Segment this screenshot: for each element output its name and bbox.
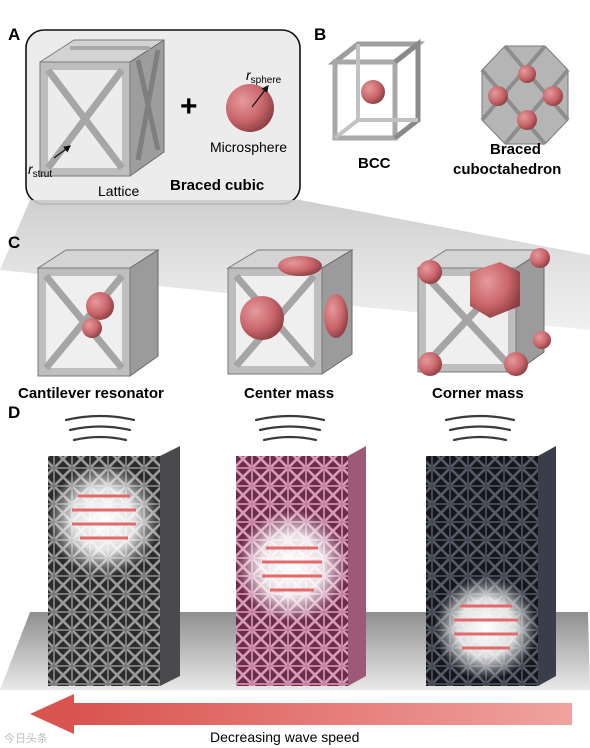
microsphere-sphere [226,84,274,132]
panel-label-c: C [8,233,20,252]
decreasing-label: Decreasing wave speed [210,729,359,745]
bcc-cube [327,38,426,141]
cantilever-label: Cantilever resonator [18,385,164,402]
r-sphere-pointer [251,85,269,108]
bcc-label: BCC [358,155,391,172]
braced-cuboctahedron-line2: cuboctahedron [453,161,561,178]
lattice-cube [39,39,165,177]
r-sphere-label: rsphere [246,67,282,86]
sample-black [48,446,180,686]
panel-label-d: D [8,403,20,422]
plus-sign: + [180,90,198,123]
center-mass-label: Center mass [244,385,334,402]
wave-icon-3 [444,414,516,442]
panel-label-b: B [314,25,326,44]
panel-label-a: A [8,25,20,44]
lattice-label: Lattice [98,183,139,199]
corner-mass-label: Corner mass [432,385,524,402]
watermark: 今日头条 [4,731,48,745]
center-mass-cube [226,249,354,375]
sample-pink [236,446,366,686]
corner-mass-cube [416,248,551,376]
wave-icon-2 [254,414,326,442]
r-strut-label: rstrut [28,161,52,180]
braced-cuboctahedron-line1: Braced [490,141,541,158]
microsphere-label: Microsphere [210,139,287,155]
braced-cuboctahedron [480,44,570,146]
cantilever-cube [36,249,160,377]
braced-cubic-label: Braced cubic [170,177,264,194]
decreasing-arrow [30,694,572,734]
r-strut-pointer [53,145,71,159]
wave-icon-1 [64,414,136,442]
sample-navy [426,446,556,686]
